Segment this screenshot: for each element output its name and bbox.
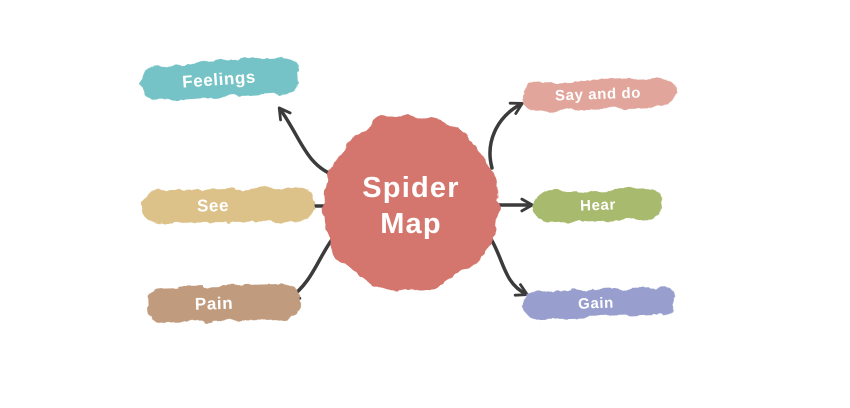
node-gain: Gain [523,286,675,320]
node-feelings-shape [141,56,299,102]
node-gain-label: Gain [578,294,614,312]
center-node: Spider Map [323,116,499,292]
center-label-line1: Spider [362,172,459,204]
node-pain: Pain [147,284,301,323]
node-pain-shape [147,284,301,323]
node-pain-label: Pain [195,294,234,314]
node-feelings: Feelings [141,56,299,102]
connector-feelings [277,106,338,178]
node-see-shape [141,187,315,224]
node-hear-label: Hear [580,196,616,214]
node-say-and-do: Say and do [523,77,676,112]
connector-gain [489,237,529,297]
connector-say-and-do [488,101,524,170]
center-node-shape [323,116,499,292]
node-hear-shape [533,188,663,223]
node-see: See [141,187,315,224]
center-label-line2: Map [380,208,442,240]
node-see-label: See [197,196,229,216]
node-say-and-do-label: Say and do [555,85,642,105]
node-hear: Hear [533,188,663,223]
node-gain-shape [523,286,675,320]
node-say-and-do-shape [523,77,676,112]
